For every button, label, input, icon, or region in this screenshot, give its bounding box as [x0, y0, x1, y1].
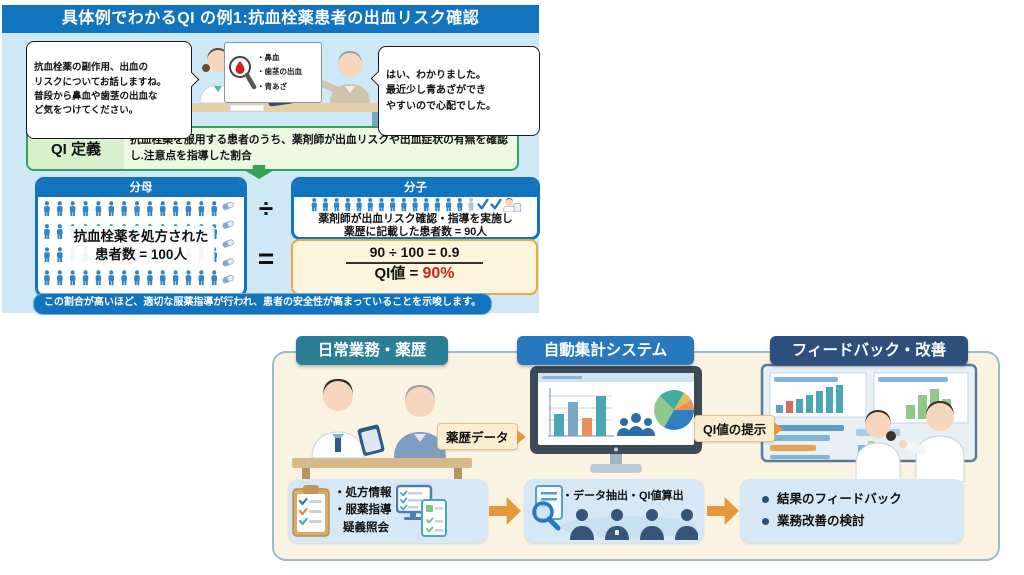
qi-example-panel: 具体例でわかるQI の例1:抗血栓薬患者の出血リスク確認	[2, 5, 540, 315]
stage-auto-system: 自動集計システム	[517, 336, 694, 365]
denominator-header: 分母	[38, 180, 244, 197]
qi-result-label: QI値 =	[374, 264, 423, 282]
panel-title: 具体例でわかるQI の例1:抗血栓薬患者の出血リスク確認	[2, 5, 539, 33]
stage-daily-work: 日常業務・薬歴	[296, 336, 448, 365]
document-magnifier-icon	[532, 485, 563, 531]
denominator-caption-line1: 抗血栓薬を処方された	[73, 228, 209, 244]
numerator-header: 分子	[294, 180, 537, 197]
numerator-caption-line2: 薬歴に記載した患者数 = 90人	[343, 225, 488, 238]
bullet-dot-icon	[762, 496, 769, 504]
pill-icons	[221, 200, 235, 285]
daily-record-box: ・処方情報 ・服薬指導 疑義照会	[288, 479, 488, 543]
monitor-dashboard-icon	[530, 366, 702, 473]
feedback-item: 結果のフィードバック	[762, 489, 964, 511]
computer-checklist-icon	[395, 484, 447, 537]
numerator-caption-line1: 薬剤師が出血リスク確認・指導を実施し	[318, 213, 513, 225]
arrow-tip-icon	[516, 429, 526, 444]
data-flow-label-yakureki: 薬歴データ	[437, 423, 526, 450]
data-flow-label-text: 薬歴データ	[446, 431, 509, 445]
feedback-item: 業務改善の検討	[762, 511, 964, 533]
qi-calculation-box: 90 ÷ 100 = 0.9 QI値 = 90%	[291, 239, 538, 295]
pharmacists-dashboard-illustration	[760, 363, 978, 482]
checked-patients-icons	[311, 198, 521, 212]
stage-feedback: フィードバック・改善	[770, 336, 968, 365]
bleeding-symptom-card: ・鼻血 ・歯茎の出血 ・青あざ	[224, 42, 322, 103]
daily-record-item: 疑義照会	[343, 521, 389, 534]
numerator-caption: 薬剤師が出血リスク確認・指導を実施し 薬歴に記載した患者数 = 90人	[294, 213, 537, 238]
symptom-item: ・青あざ	[257, 81, 287, 91]
checkmark-icons	[476, 198, 502, 210]
pharmacist-speech-text: 抗血栓薬の副作用、出血の リスクについてお話しますね。 普段から鼻血や歯茎の出血…	[34, 62, 167, 116]
denominator-caption-line2: 患者数 = 100人	[95, 246, 187, 262]
symptom-item: ・歯茎の出血	[257, 67, 302, 77]
qi-result-value: 90%	[422, 264, 455, 282]
qi-definition-text: 抗血栓薬を服用する患者のうち、薬剤師が出血リスクや出血症状の有無を確認し.注意点…	[130, 134, 508, 162]
pharmacist-patient-illustration	[292, 379, 472, 482]
bullet-dot-icon	[762, 518, 769, 526]
qi-result: QI値 = 90%	[293, 264, 536, 285]
daily-record-list: ・処方情報 ・服薬指導 疑義照会	[334, 485, 392, 537]
symptom-list: ・鼻血 ・歯茎の出血 ・青あざ	[257, 51, 302, 94]
data-flow-label-text: QI値の提示	[703, 423, 767, 437]
clipboard-checklist-icon	[292, 485, 330, 537]
arrow-tip-icon	[774, 421, 784, 436]
magnifier-blood-icon	[229, 55, 257, 89]
daily-record-item: ・処方情報	[334, 487, 392, 500]
pharmacist-mini-icon	[502, 198, 521, 212]
system-process-box: ・データ抽出・QI値算出	[524, 479, 704, 543]
denominator-body: 抗血栓薬を処方された 患者数 = 100人	[38, 197, 244, 294]
divide-symbol: ÷	[258, 193, 274, 223]
qi-footnote: この割合が高いほど、適切な服薬指導が行われ、患者の安全性が高まっていることを示唆…	[33, 293, 492, 315]
system-process-text: ・データ抽出・QI値算出	[562, 490, 684, 502]
qi-formula: 90 ÷ 100 = 0.9	[345, 242, 484, 264]
feedback-item-text: 業務改善の検討	[777, 513, 865, 528]
denominator-box: 分母	[35, 177, 247, 297]
equals-symbol: =	[257, 243, 275, 274]
symptom-item: ・鼻血	[257, 53, 280, 63]
daily-record-item: ・服薬指導	[334, 504, 392, 517]
team-silhouettes-icon	[561, 509, 698, 540]
feedback-box: 結果のフィードバック 業務改善の検討	[740, 479, 964, 543]
pharmacist-speech-bubble: 抗血栓薬の副作用、出血の リスクについてお話しますね。 普段から鼻血や歯茎の出血…	[26, 41, 200, 139]
feedback-item-text: 結果のフィードバック	[777, 492, 902, 506]
numerator-box: 分子 薬剤師が出血リスク確認・指導を実施し 薬歴に記載した患者数 =	[291, 177, 540, 240]
patient-speech-bubble: はい、わかりました。 最近少し青あざができ やすいので心配でした。	[370, 46, 540, 136]
patient-speech-text: はい、わかりました。 最近少し青あざができ やすいので心配でした。	[386, 69, 496, 112]
data-flow-label-qi: QI値の提示	[694, 415, 784, 442]
denominator-caption: 抗血栓薬を処方された 患者数 = 100人	[67, 225, 215, 266]
